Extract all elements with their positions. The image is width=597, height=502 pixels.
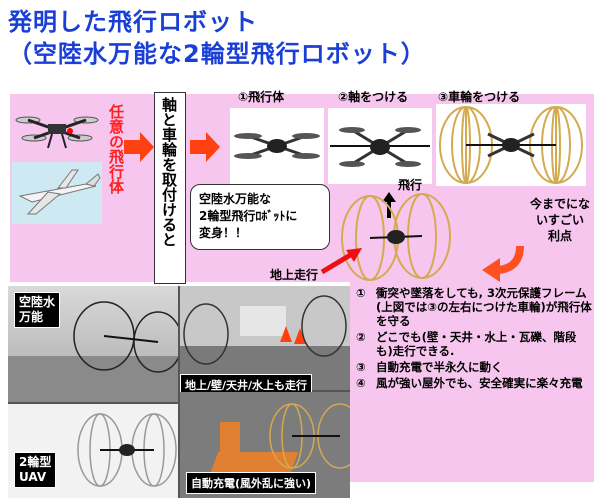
list-number: ③ [356, 360, 366, 374]
caption-auto-charging: 自動充電(風外乱に強い) [186, 472, 317, 494]
list-item: ① 衝突や墜落をしても, 3次元保護フレーム(上図では③の左右につけた車輪)が飛… [356, 286, 592, 328]
arbitrary-aircraft-label: 任意の飛行体 [107, 104, 125, 194]
arrow-up-icon [382, 192, 396, 222]
benefit-heading: 今までにな いすごい 利点 [518, 196, 597, 244]
photo-collage: 空陸水 万能 2輪型 UAV 地上/壁/天井/水上も走行 [8, 286, 363, 498]
list-text: どこでも(壁・天井・水上・瓦礫、階段も)走行できる. [376, 330, 577, 358]
title-line-2: （空陸水万能な2輪型飛行ロボット） [8, 40, 426, 68]
step-2-label: ②軸をつける [338, 90, 409, 104]
title-line-1: 発明した飛行ロボット [8, 8, 258, 36]
list-item: ④ 風が強い屋外でも、安全確実に楽々充電 [356, 376, 592, 390]
ground-travel-arrow-icon [318, 246, 362, 280]
list-number: ① [356, 286, 366, 300]
fixed-wing-uav-image [12, 162, 102, 224]
list-text: 自動充電で半永久に動く [376, 360, 503, 374]
caption-all-terrain: 空陸水 万能 [14, 292, 61, 328]
benefits-panel [350, 282, 594, 482]
step-1-label: ①飛行体 [238, 90, 285, 104]
benefit-line-3: 利点 [547, 229, 572, 243]
drone-step-2-image [328, 108, 432, 184]
attach-instruction-box: 軸と車輪を取付けると [154, 92, 186, 284]
callout-line-2: 2輪型飛行ﾛﾎﾞｯﾄに [199, 209, 298, 223]
list-text: 衝突や墜落をしても, 3次元保護フレーム(上図では③の左右につけた車輪)が飛行体… [376, 286, 592, 328]
wheeled-drone-large-image [330, 190, 454, 282]
quadcopter-image [14, 104, 100, 158]
attach-instruction-text: 軸と車輪を取付けると [160, 97, 178, 247]
list-text: 風が強い屋外でも、安全確実に楽々充電 [376, 376, 583, 390]
transform-callout: 空陸水万能な 2輪型飛行ﾛﾎﾞｯﾄに 変身！！ [190, 184, 330, 250]
list-number: ② [356, 330, 366, 344]
flight-label: 飛行 [398, 178, 423, 192]
callout-line-1: 空陸水万能な [199, 192, 272, 206]
arrow-right-icon [190, 132, 220, 166]
step-3-label: ③車輪をつける [438, 90, 521, 104]
caption-surface-travel: 地上/壁/天井/水上も走行 [180, 374, 313, 396]
curved-arrow-icon [476, 244, 524, 292]
list-item: ② どこでも(壁・天井・水上・瓦礫、階段も)走行できる. [356, 330, 592, 358]
caption-two-wheel-uav: 2輪型 UAV [14, 452, 57, 488]
arrow-right-icon [124, 132, 154, 166]
list-number: ④ [356, 376, 366, 390]
callout-line-3: 変身！！ [199, 226, 248, 240]
benefit-line-1: 今までにな [529, 197, 590, 211]
list-item: ③ 自動充電で半永久に動く [356, 360, 592, 374]
drone-step-3-image [436, 104, 586, 186]
benefits-list: ① 衝突や墜落をしても, 3次元保護フレーム(上図では③の左右につけた車輪)が飛… [356, 286, 592, 390]
ground-travel-label: 地上走行 [270, 268, 319, 282]
drone-step-1-image [230, 108, 324, 184]
benefit-line-2: いすごい [535, 213, 584, 227]
